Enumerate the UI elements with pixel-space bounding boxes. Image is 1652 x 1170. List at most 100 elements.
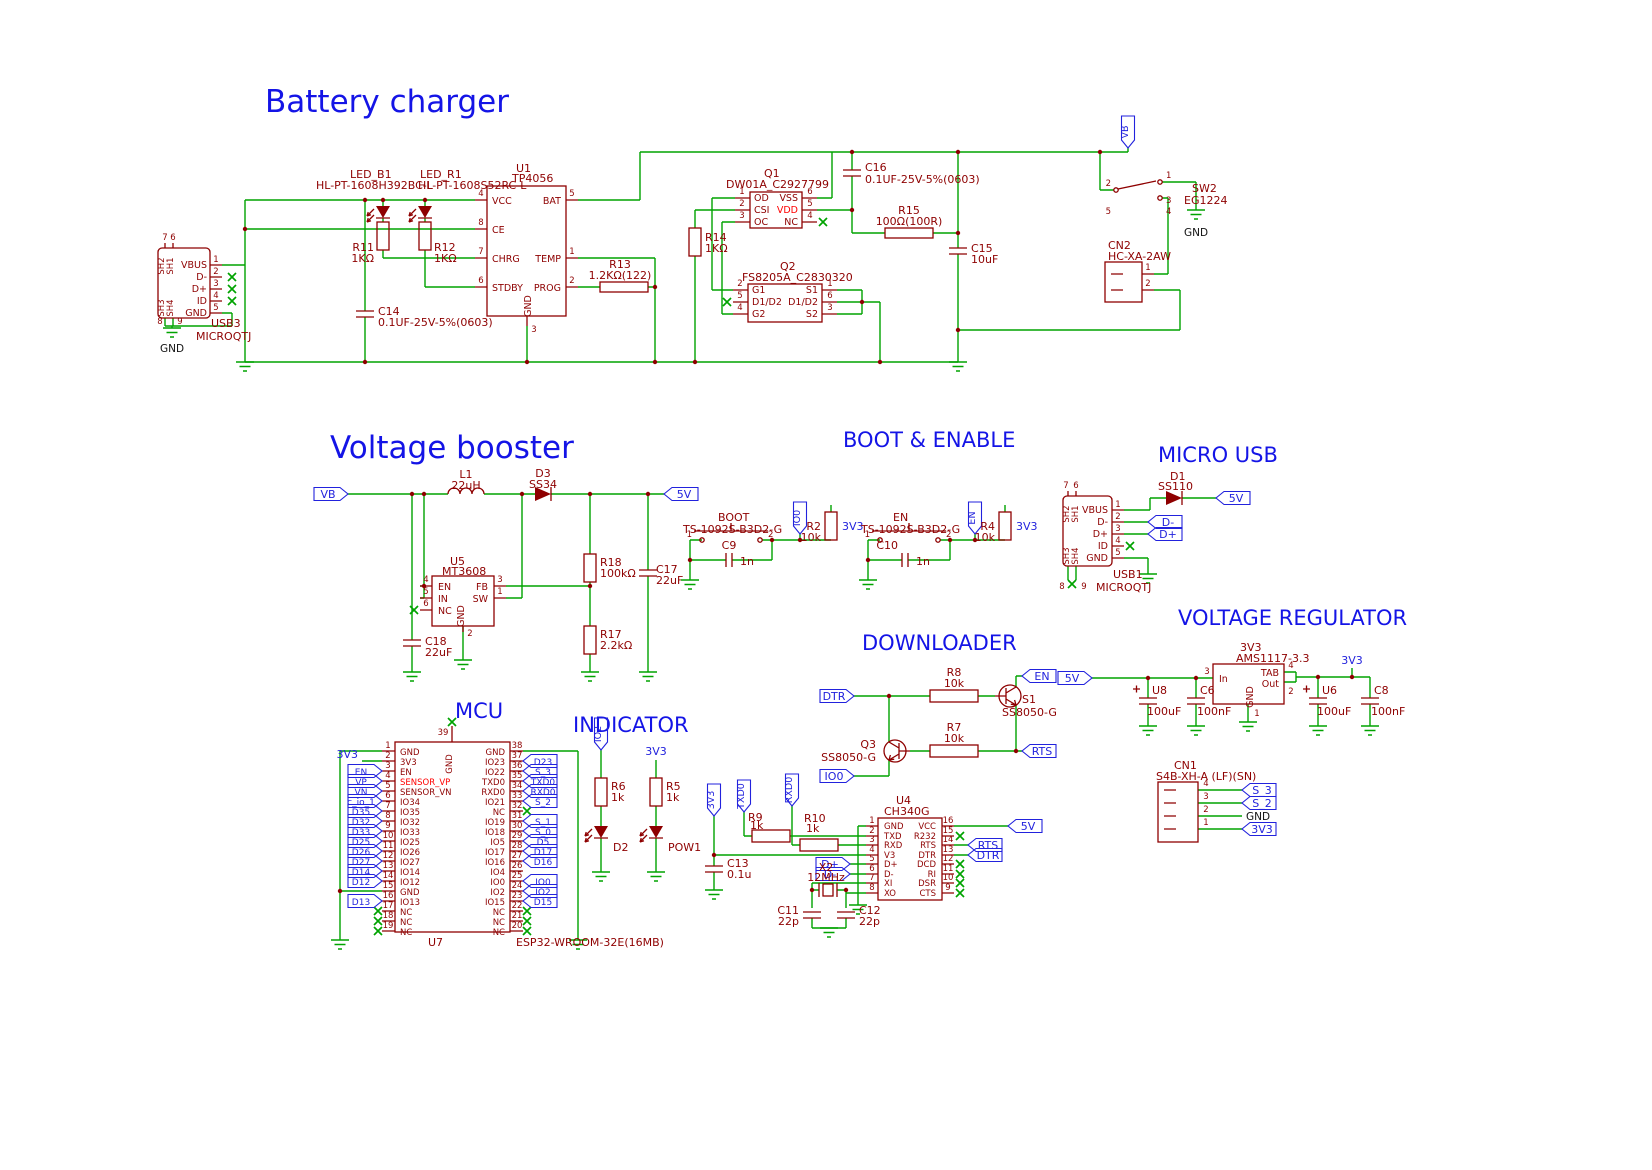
en-switch-ref: EN bbox=[893, 511, 908, 524]
u1-pin-gnd: GND bbox=[523, 295, 534, 317]
u1-pin-stdby: STDBY bbox=[492, 283, 523, 294]
u5-nc-x bbox=[409, 605, 419, 615]
c15-value: 10uF bbox=[971, 253, 998, 266]
r2-symbol bbox=[824, 511, 838, 541]
vreg-num-1: 1 bbox=[1254, 709, 1259, 719]
usb1-pin-id: ID bbox=[1098, 541, 1108, 552]
u1-num-7: 7 bbox=[478, 247, 483, 257]
s1-transistor-symbol bbox=[994, 684, 1022, 708]
indicator-3v3-flag: 3V3 bbox=[645, 745, 667, 758]
d3-symbol bbox=[535, 487, 551, 501]
ch340-dm-flag: D- bbox=[824, 868, 836, 881]
dtr-net-flag: DTR bbox=[823, 690, 846, 703]
usb3-gnd-label: GND bbox=[160, 343, 184, 355]
usb3-value: MICROQTJ bbox=[196, 330, 251, 343]
r10-symbol bbox=[799, 838, 839, 852]
mcu-lpin-8: IO32 bbox=[400, 818, 420, 828]
mcu-rnum-32: 32 bbox=[512, 801, 523, 811]
mcu-flag-s0: S_0 bbox=[535, 828, 551, 838]
usb1-value: MICROQTJ bbox=[1096, 581, 1151, 594]
usb1-sh1: SH1 bbox=[1071, 505, 1081, 522]
mcu-rnum-36: 36 bbox=[512, 761, 523, 771]
io2-net-flag: IO2 bbox=[593, 726, 604, 742]
usb3-pin-dp: D+ bbox=[192, 284, 207, 295]
mcu-rpin-30: IO18 bbox=[485, 828, 505, 838]
mcu-flag-d14: D14 bbox=[352, 868, 371, 878]
mcu-lnum-19: 19 bbox=[383, 921, 394, 931]
dm-net-flag: D- bbox=[1162, 516, 1174, 529]
mcu-lnum-6: 6 bbox=[385, 791, 390, 801]
u4-num-7: 7 bbox=[869, 873, 874, 883]
q2-num-l2: 5 bbox=[737, 291, 742, 301]
mcu-rpin-32: NC bbox=[493, 808, 505, 818]
u1-pin-chrg: CHRG bbox=[492, 254, 520, 265]
mcu-flag-d35: D35 bbox=[352, 808, 370, 818]
u8-symbol bbox=[1133, 685, 1157, 705]
ground-icon bbox=[591, 871, 611, 882]
5v-net-flag: 5V bbox=[1229, 492, 1244, 505]
u5-num-4: 4 bbox=[423, 575, 428, 585]
ground-icon bbox=[646, 871, 666, 882]
mcu-flag-cio1: c_io_1 bbox=[347, 798, 375, 808]
usb1-num-9: 9 bbox=[1081, 582, 1086, 592]
usb3-num-4: 4 bbox=[213, 291, 218, 301]
mcu-rnum-31: 31 bbox=[512, 811, 523, 821]
mcu-lnum-15: 15 bbox=[383, 881, 394, 891]
mcu-rpin-38: GND bbox=[486, 748, 506, 758]
usb3-sh2: SH2 bbox=[157, 257, 167, 274]
mcu-rnum-21: 21 bbox=[512, 911, 523, 921]
q1-num-5: 5 bbox=[807, 199, 812, 209]
led-r1-value: HL-PT-1608S52RC-L bbox=[418, 179, 527, 192]
pow1-led-symbol bbox=[639, 825, 664, 843]
q2-fs8205a bbox=[733, 283, 837, 323]
vb-net-flag: VB bbox=[320, 488, 335, 501]
c6-ref: C6 bbox=[1200, 684, 1215, 697]
c13-value: 0.1u bbox=[727, 868, 751, 881]
r9-value: 1k bbox=[750, 819, 764, 832]
r15-symbol bbox=[884, 227, 934, 239]
q1-dw01a bbox=[735, 191, 817, 229]
ground-icon bbox=[580, 671, 600, 682]
u1-num-4: 4 bbox=[478, 189, 483, 199]
c17-symbol bbox=[639, 569, 657, 577]
5v-net-flag: 5V bbox=[1065, 672, 1080, 685]
sw2-num-1: 1 bbox=[1166, 171, 1171, 181]
q1-pin-oc: OC bbox=[754, 217, 768, 228]
r9-ref: R9 bbox=[748, 811, 763, 824]
mcu-rnum-34: 34 bbox=[512, 781, 523, 791]
mcu-lpin-6: IO34 bbox=[400, 798, 420, 808]
q1-ref: Q1 bbox=[764, 167, 780, 180]
ground-icon bbox=[1138, 725, 1158, 736]
mcu-lpin-10: IO25 bbox=[400, 838, 420, 848]
r6-value: 1k bbox=[611, 791, 625, 804]
mcu-lpin-17: NC bbox=[400, 908, 412, 918]
u1-num-3: 3 bbox=[531, 325, 536, 335]
title-boot-enable: BOOT & ENABLE bbox=[843, 428, 1015, 452]
usb3-sh3: SH3 bbox=[157, 299, 167, 316]
cn2-num-1: 1 bbox=[1145, 263, 1150, 273]
s1-ref: S1 bbox=[1022, 693, 1036, 706]
q1-num-3: 3 bbox=[739, 211, 744, 221]
u4-value: CH340G bbox=[884, 805, 929, 818]
mcu-flag-s1: S_1 bbox=[535, 818, 551, 828]
r8-ref: R8 bbox=[947, 666, 962, 679]
u4-pin-dsr: DSR bbox=[918, 879, 936, 889]
usb1-id-x bbox=[1125, 541, 1135, 551]
vreg-pin-tab: TAB bbox=[1260, 668, 1279, 679]
r12-ref: R12 bbox=[434, 241, 456, 254]
mcu-section: 39 GND 3V3 U7 ESP32-WROOM-32E(16MB) 1 2 … bbox=[330, 717, 664, 950]
ground-icon bbox=[819, 927, 839, 938]
r7-symbol bbox=[929, 744, 979, 758]
c13-ref: C13 bbox=[727, 857, 749, 870]
cn1-num-2: 2 bbox=[1203, 805, 1208, 815]
mcu-rnum-30: 30 bbox=[512, 821, 523, 831]
usb1-num-1: 1 bbox=[1115, 500, 1120, 510]
boot-junction-dots bbox=[687, 537, 978, 563]
u4-num-14: 14 bbox=[943, 835, 954, 845]
5v-net-flag: 5V bbox=[677, 488, 692, 501]
mcu-lpin-12: IO27 bbox=[400, 858, 420, 868]
u4-num-12: 12 bbox=[943, 854, 954, 864]
usb1-num-8: 8 bbox=[1059, 582, 1064, 592]
q2-num-l1: 2 bbox=[737, 279, 742, 289]
r9-symbol bbox=[751, 829, 791, 843]
